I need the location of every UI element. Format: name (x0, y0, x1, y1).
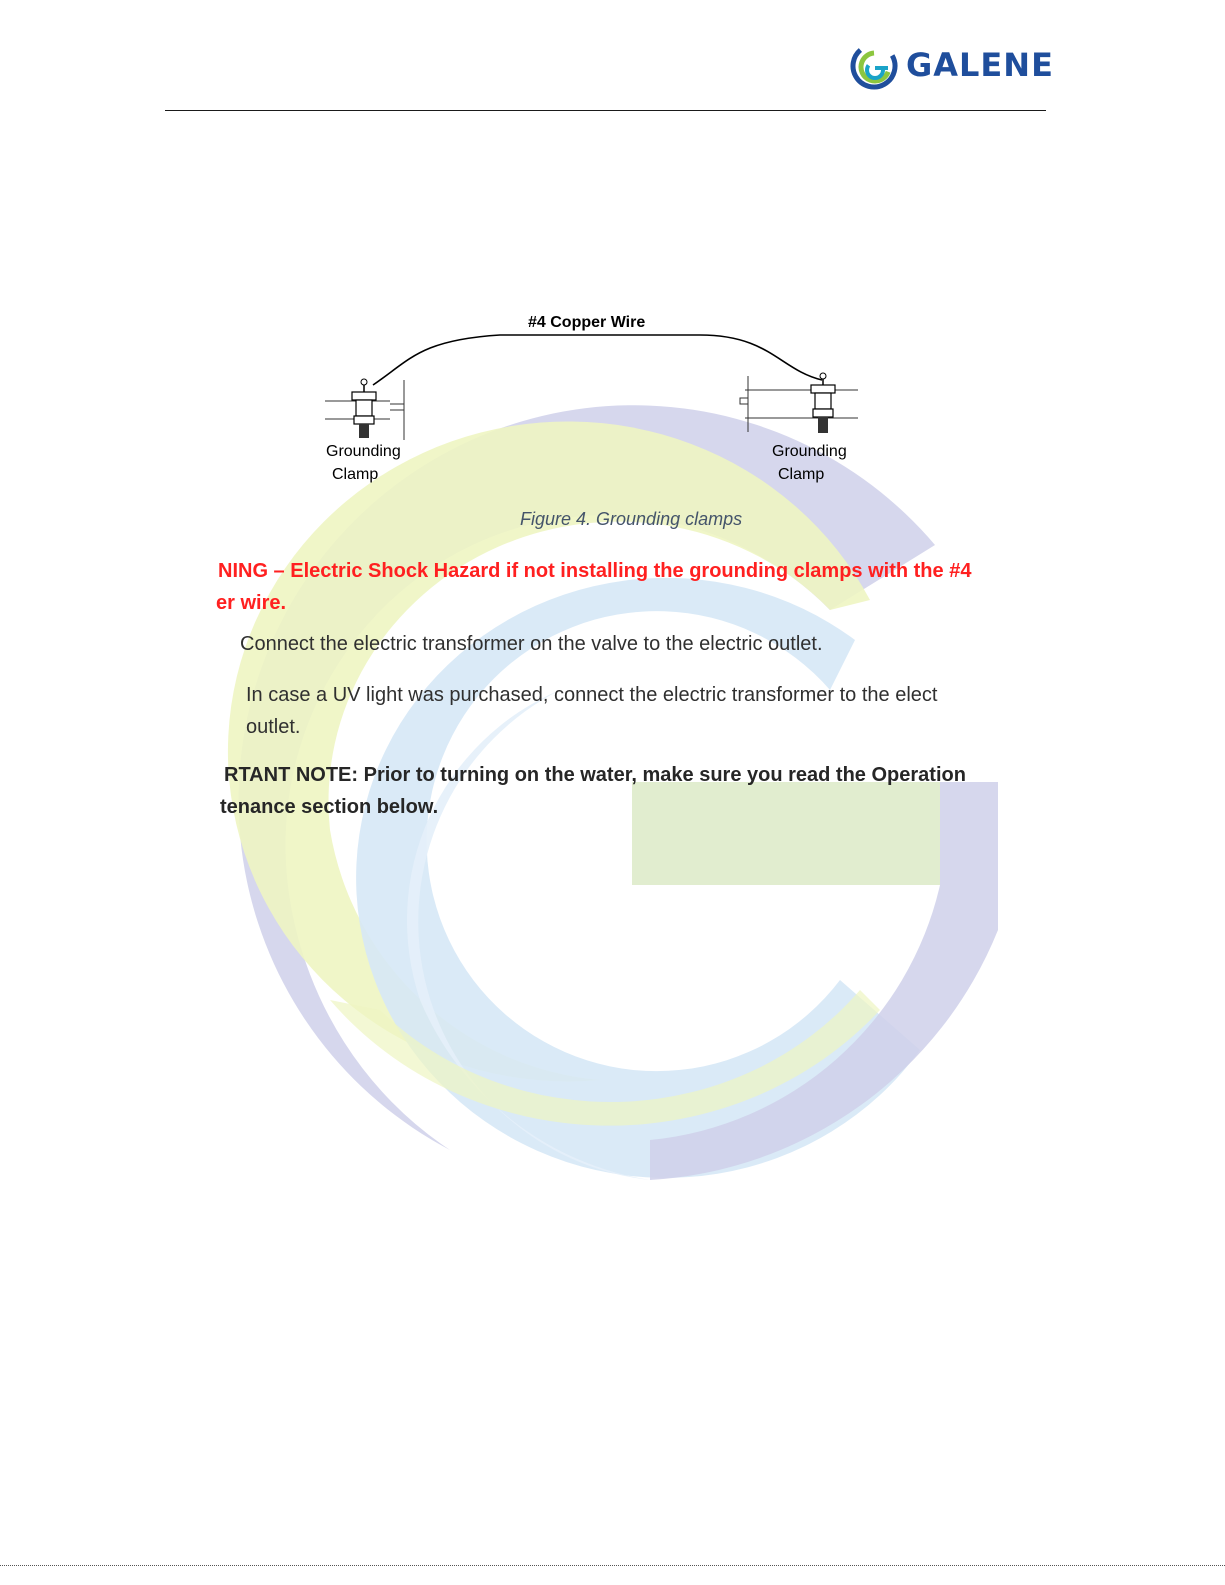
note-line-1: RTANT NOTE: Prior to turning on the wate… (224, 764, 966, 786)
figure-caption: Figure 4. Grounding clamps (520, 509, 743, 529)
left-clamp-label-line1: Grounding (326, 443, 401, 460)
warning-line-1: NING – Electric Shock Hazard if not inst… (218, 560, 972, 582)
note-line-2: tenance section below. (220, 796, 439, 818)
copper-wire-label: #4 Copper Wire (528, 314, 645, 331)
important-note: RTANT NOTE: Prior to turning on the wate… (220, 759, 966, 823)
galene-g-icon (850, 42, 898, 90)
grounding-clamps-figure: #4 Copper Wire Grounding Clamp Grounding… (325, 314, 858, 483)
right-clamp-label-line1: Grounding (772, 443, 847, 460)
uv-light-line-2: outlet. (246, 716, 301, 738)
left-clamp-label-line2: Clamp (332, 466, 378, 483)
step-uv-light: In case a UV light was purchased, connec… (246, 679, 1006, 743)
galene-logo: GALENE (850, 42, 1053, 90)
copper-wire (372, 334, 823, 386)
electric-shock-warning: NING – Electric Shock Hazard if not inst… (216, 555, 1018, 619)
uv-light-line-1: In case a UV light was purchased, connec… (246, 684, 938, 706)
brand-name: GALENE (906, 46, 1054, 84)
right-grounding-clamp (739, 372, 858, 433)
header-divider (165, 110, 1046, 111)
footer-divider (0, 1565, 1225, 1566)
left-grounding-clamp (325, 378, 405, 440)
step-connect-transformer: Connect the electric transformer on the … (240, 633, 823, 655)
right-clamp-label-line2: Clamp (778, 466, 824, 483)
warning-line-2: er wire. (216, 592, 287, 614)
